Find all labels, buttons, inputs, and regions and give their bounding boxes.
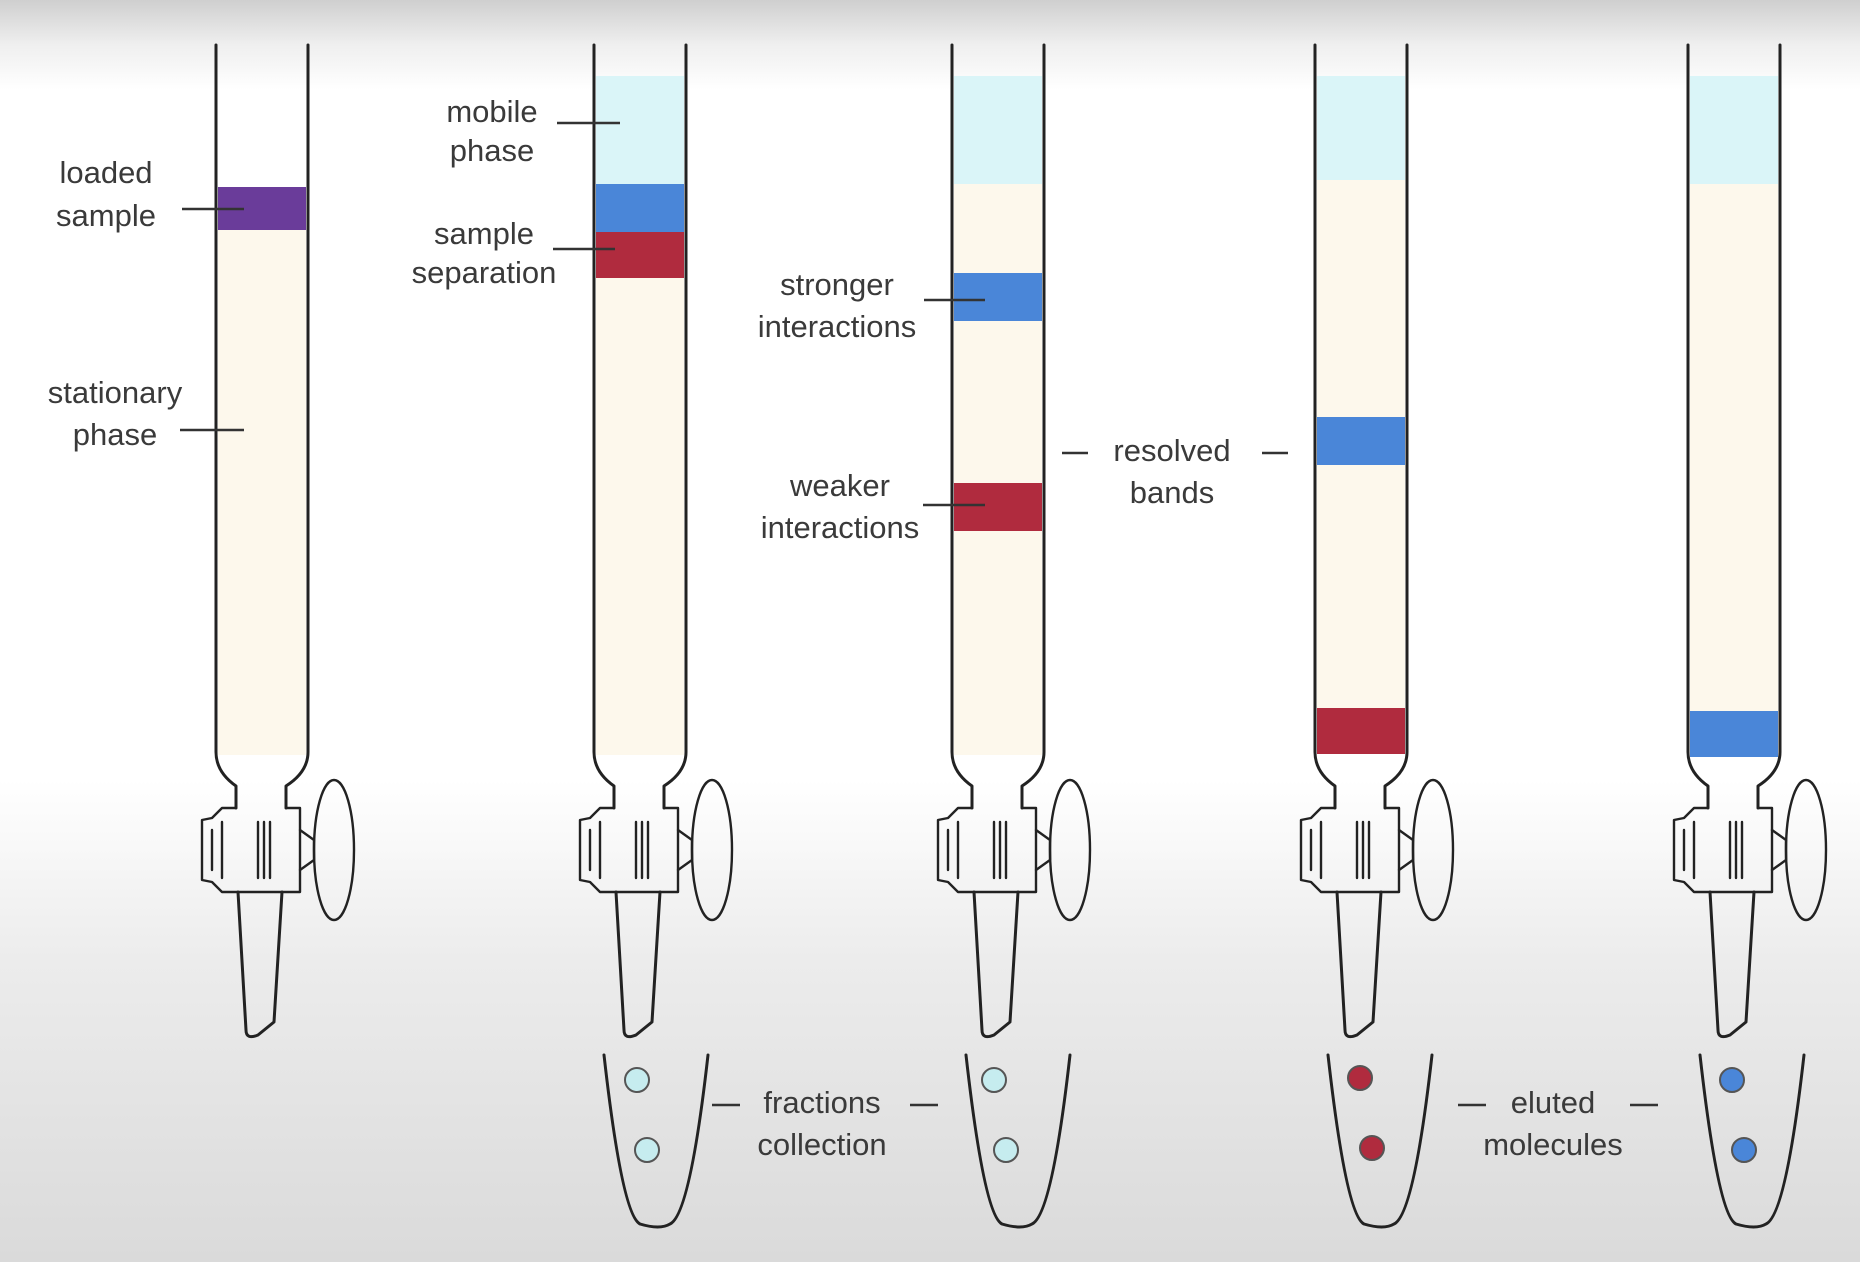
column-3-fraction-tube-outline xyxy=(964,1053,1072,1229)
column-1-stopcock-handle xyxy=(312,778,356,922)
column-4-droplet-1 xyxy=(1347,1065,1373,1091)
column-5-droplet-2 xyxy=(1731,1137,1757,1163)
column-5-stopcock-handle xyxy=(1784,778,1828,922)
column-5 xyxy=(1672,43,1828,1229)
label-stronger-interactions-line-1: stronger xyxy=(780,267,894,302)
label-stronger-interactions-line-2: interactions xyxy=(758,309,917,344)
column-3-stopcock xyxy=(936,778,1092,922)
label-stronger-interactions: stronger interactions xyxy=(758,267,985,344)
column-2-stopcock-stem xyxy=(676,828,694,872)
column-5-drip-tip xyxy=(1708,890,1756,1039)
label-fractions-collection-line-2: collection xyxy=(757,1127,886,1162)
column-4-weaker-band xyxy=(1317,708,1405,754)
label-stationary-phase: stationary phase xyxy=(48,375,244,452)
label-resolved-bands-line-2: bands xyxy=(1130,475,1214,510)
column-4-stopcock-handle xyxy=(1411,778,1455,922)
column-4-mobile-phase xyxy=(1317,76,1405,180)
label-resolved-bands: resolved bands xyxy=(1062,433,1288,510)
column-3-mobile-phase xyxy=(954,76,1042,184)
label-fractions-collection-line-1: fractions xyxy=(763,1085,880,1120)
column-4-droplet-2 xyxy=(1359,1135,1385,1161)
column-5-stopcock-stem xyxy=(1770,828,1788,872)
label-resolved-bands-line-1: resolved xyxy=(1113,433,1230,468)
column-4-glass-outline xyxy=(1313,43,1409,810)
column-1-stopcock-body xyxy=(200,806,302,894)
column-4-stopcock xyxy=(1299,778,1455,922)
column-3-droplet-1 xyxy=(981,1067,1007,1093)
column-3-fraction-tube xyxy=(964,1053,1072,1229)
column-1-stopcock-stem xyxy=(298,828,316,872)
column-2-stopcock-rings xyxy=(588,820,650,880)
column-4 xyxy=(1299,43,1455,1229)
column-3-stopcock-body xyxy=(936,806,1038,894)
label-weaker-interactions-line-1: weaker xyxy=(789,468,890,503)
label-loaded-sample-line-2: sample xyxy=(56,198,156,233)
column-4-stopcock-rings xyxy=(1309,820,1371,880)
label-eluted-molecules: eluted molecules xyxy=(1458,1085,1658,1162)
label-fractions-collection: fractions collection xyxy=(712,1085,938,1162)
column-4-fraction-tube xyxy=(1326,1053,1434,1229)
column-1-drip-tip xyxy=(236,890,284,1039)
label-weaker-interactions-line-2: interactions xyxy=(761,510,920,545)
label-eluted-molecules-line-1: eluted xyxy=(1511,1085,1595,1120)
column-2-red-band xyxy=(596,232,684,278)
column-2-fraction-tube-outline xyxy=(602,1053,710,1229)
label-stationary-phase-line-1: stationary xyxy=(48,375,183,410)
column-3-droplet-2 xyxy=(993,1137,1019,1163)
column-2-droplet-1 xyxy=(624,1067,650,1093)
column-5-fraction-tube xyxy=(1698,1053,1806,1229)
column-4-stronger-band xyxy=(1317,417,1405,465)
label-mobile-phase-line-1: mobile xyxy=(446,94,537,129)
label-weaker-interactions: weaker interactions xyxy=(761,468,985,545)
label-sample-separation: sample separation xyxy=(412,216,615,290)
column-3-stronger-band xyxy=(954,273,1042,321)
column-2 xyxy=(578,43,734,1229)
column-5-droplet-1 xyxy=(1719,1067,1745,1093)
column-3-stopcock-handle xyxy=(1048,778,1092,922)
label-sample-separation-line-1: sample xyxy=(434,216,534,251)
column-2-stopcock xyxy=(578,778,734,922)
column-4-stopcock-body xyxy=(1299,806,1401,894)
column-5-stopcock-rings xyxy=(1682,820,1744,880)
column-5-stationary-phase xyxy=(1690,184,1778,711)
label-loaded-sample-line-1: loaded xyxy=(59,155,152,190)
column-2-glass-outline xyxy=(592,43,688,810)
label-loaded-sample: loaded sample xyxy=(56,155,244,233)
column-2-stopcock-handle xyxy=(690,778,734,922)
column-5-stopcock xyxy=(1672,778,1828,922)
column-3 xyxy=(936,43,1092,1229)
column-3-stationary-phase xyxy=(954,184,1042,755)
column-2-stopcock-body xyxy=(578,806,680,894)
column-2-stationary-phase xyxy=(596,278,684,755)
column-3-glass-outline xyxy=(950,43,1046,810)
column-3-weaker-band xyxy=(954,483,1042,531)
column-5-mobile-phase xyxy=(1690,76,1778,184)
label-mobile-phase-line-2: phase xyxy=(450,133,534,168)
column-2-droplet-2 xyxy=(634,1137,660,1163)
column-2-blue-band xyxy=(596,184,684,232)
column-1-stopcock xyxy=(200,778,356,922)
column-5-stronger-band xyxy=(1690,711,1778,757)
label-eluted-molecules-line-2: molecules xyxy=(1483,1127,1623,1162)
column-3-stopcock-rings xyxy=(946,820,1008,880)
column-4-drip-tip xyxy=(1335,890,1383,1039)
column-4-fraction-tube-outline xyxy=(1326,1053,1434,1229)
column-4-stopcock-stem xyxy=(1397,828,1415,872)
column-1-stopcock-rings xyxy=(210,820,272,880)
column-2-drip-tip xyxy=(614,890,662,1039)
column-5-glass-outline xyxy=(1686,43,1782,810)
column-3-drip-tip xyxy=(972,890,1020,1039)
column-5-stopcock-body xyxy=(1672,806,1774,894)
column-5-fraction-tube-outline xyxy=(1698,1053,1806,1229)
label-mobile-phase: mobile phase xyxy=(446,94,620,168)
column-1 xyxy=(200,43,356,1039)
label-sample-separation-line-2: separation xyxy=(412,255,557,290)
label-stationary-phase-line-2: phase xyxy=(73,417,157,452)
column-2-mobile-phase xyxy=(596,76,684,184)
column-1-glass-outline xyxy=(214,43,310,810)
column-1-stationary-phase xyxy=(218,230,306,755)
column-2-fraction-tube xyxy=(602,1053,710,1229)
column-3-stopcock-stem xyxy=(1034,828,1052,872)
